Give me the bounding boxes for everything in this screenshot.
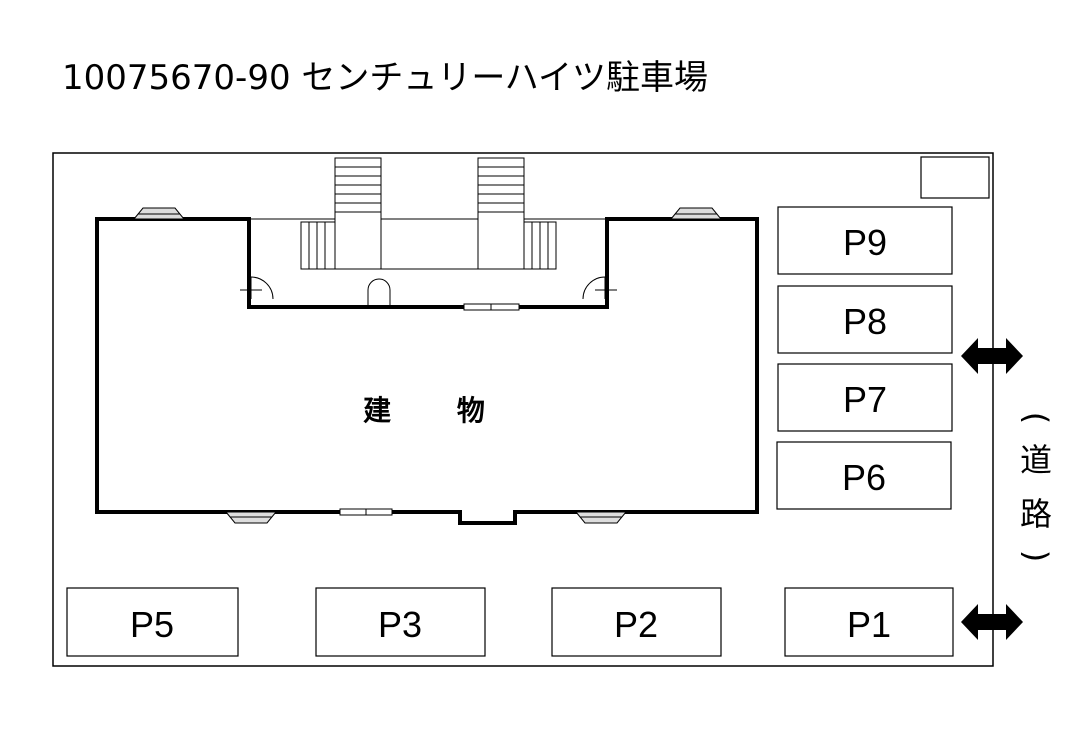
parking-space-p9 bbox=[777, 206, 953, 275]
utility-box bbox=[920, 156, 990, 199]
building-label: 建 物 bbox=[363, 394, 513, 427]
road-paren-open: ( bbox=[1017, 411, 1055, 425]
access-arrow-lower-icon bbox=[961, 604, 1023, 640]
label-p1: P1 bbox=[847, 604, 891, 645]
parking-space-p6 bbox=[776, 441, 952, 510]
label-p9: P9 bbox=[843, 222, 887, 263]
parking-space-p7 bbox=[777, 363, 953, 432]
road-label-char2: 路 bbox=[1019, 495, 1052, 533]
parking-space-p8 bbox=[777, 285, 953, 354]
road-label-char1: 道 bbox=[1019, 441, 1052, 479]
parking-space-p2 bbox=[551, 587, 722, 657]
lot-boundary bbox=[52, 152, 994, 667]
bay-window-bottom-left bbox=[224, 511, 278, 524]
label-p8: P8 bbox=[843, 301, 887, 342]
label-p2: P2 bbox=[614, 604, 658, 645]
label-p5: P5 bbox=[130, 604, 174, 645]
road-paren-close: ) bbox=[1017, 549, 1055, 563]
label-p6: P6 bbox=[842, 457, 886, 498]
parking-space-p5 bbox=[66, 587, 239, 657]
parking-space-p3 bbox=[315, 587, 486, 657]
bay-window-top-left bbox=[132, 207, 186, 220]
access-arrow-upper-icon bbox=[961, 338, 1023, 374]
doors bbox=[240, 276, 617, 305]
building bbox=[95, 217, 759, 525]
staircase-left bbox=[300, 157, 382, 270]
parking-space-p1 bbox=[784, 587, 954, 657]
page-title: 10075670-90 センチュリーハイツ駐車場 bbox=[62, 58, 709, 98]
label-p3: P3 bbox=[378, 604, 422, 645]
window-marks bbox=[339, 303, 520, 516]
label-p7: P7 bbox=[843, 379, 887, 420]
staircase-right bbox=[477, 157, 557, 270]
bay-window-top-right bbox=[669, 207, 723, 220]
bay-window-bottom-right bbox=[574, 511, 628, 524]
